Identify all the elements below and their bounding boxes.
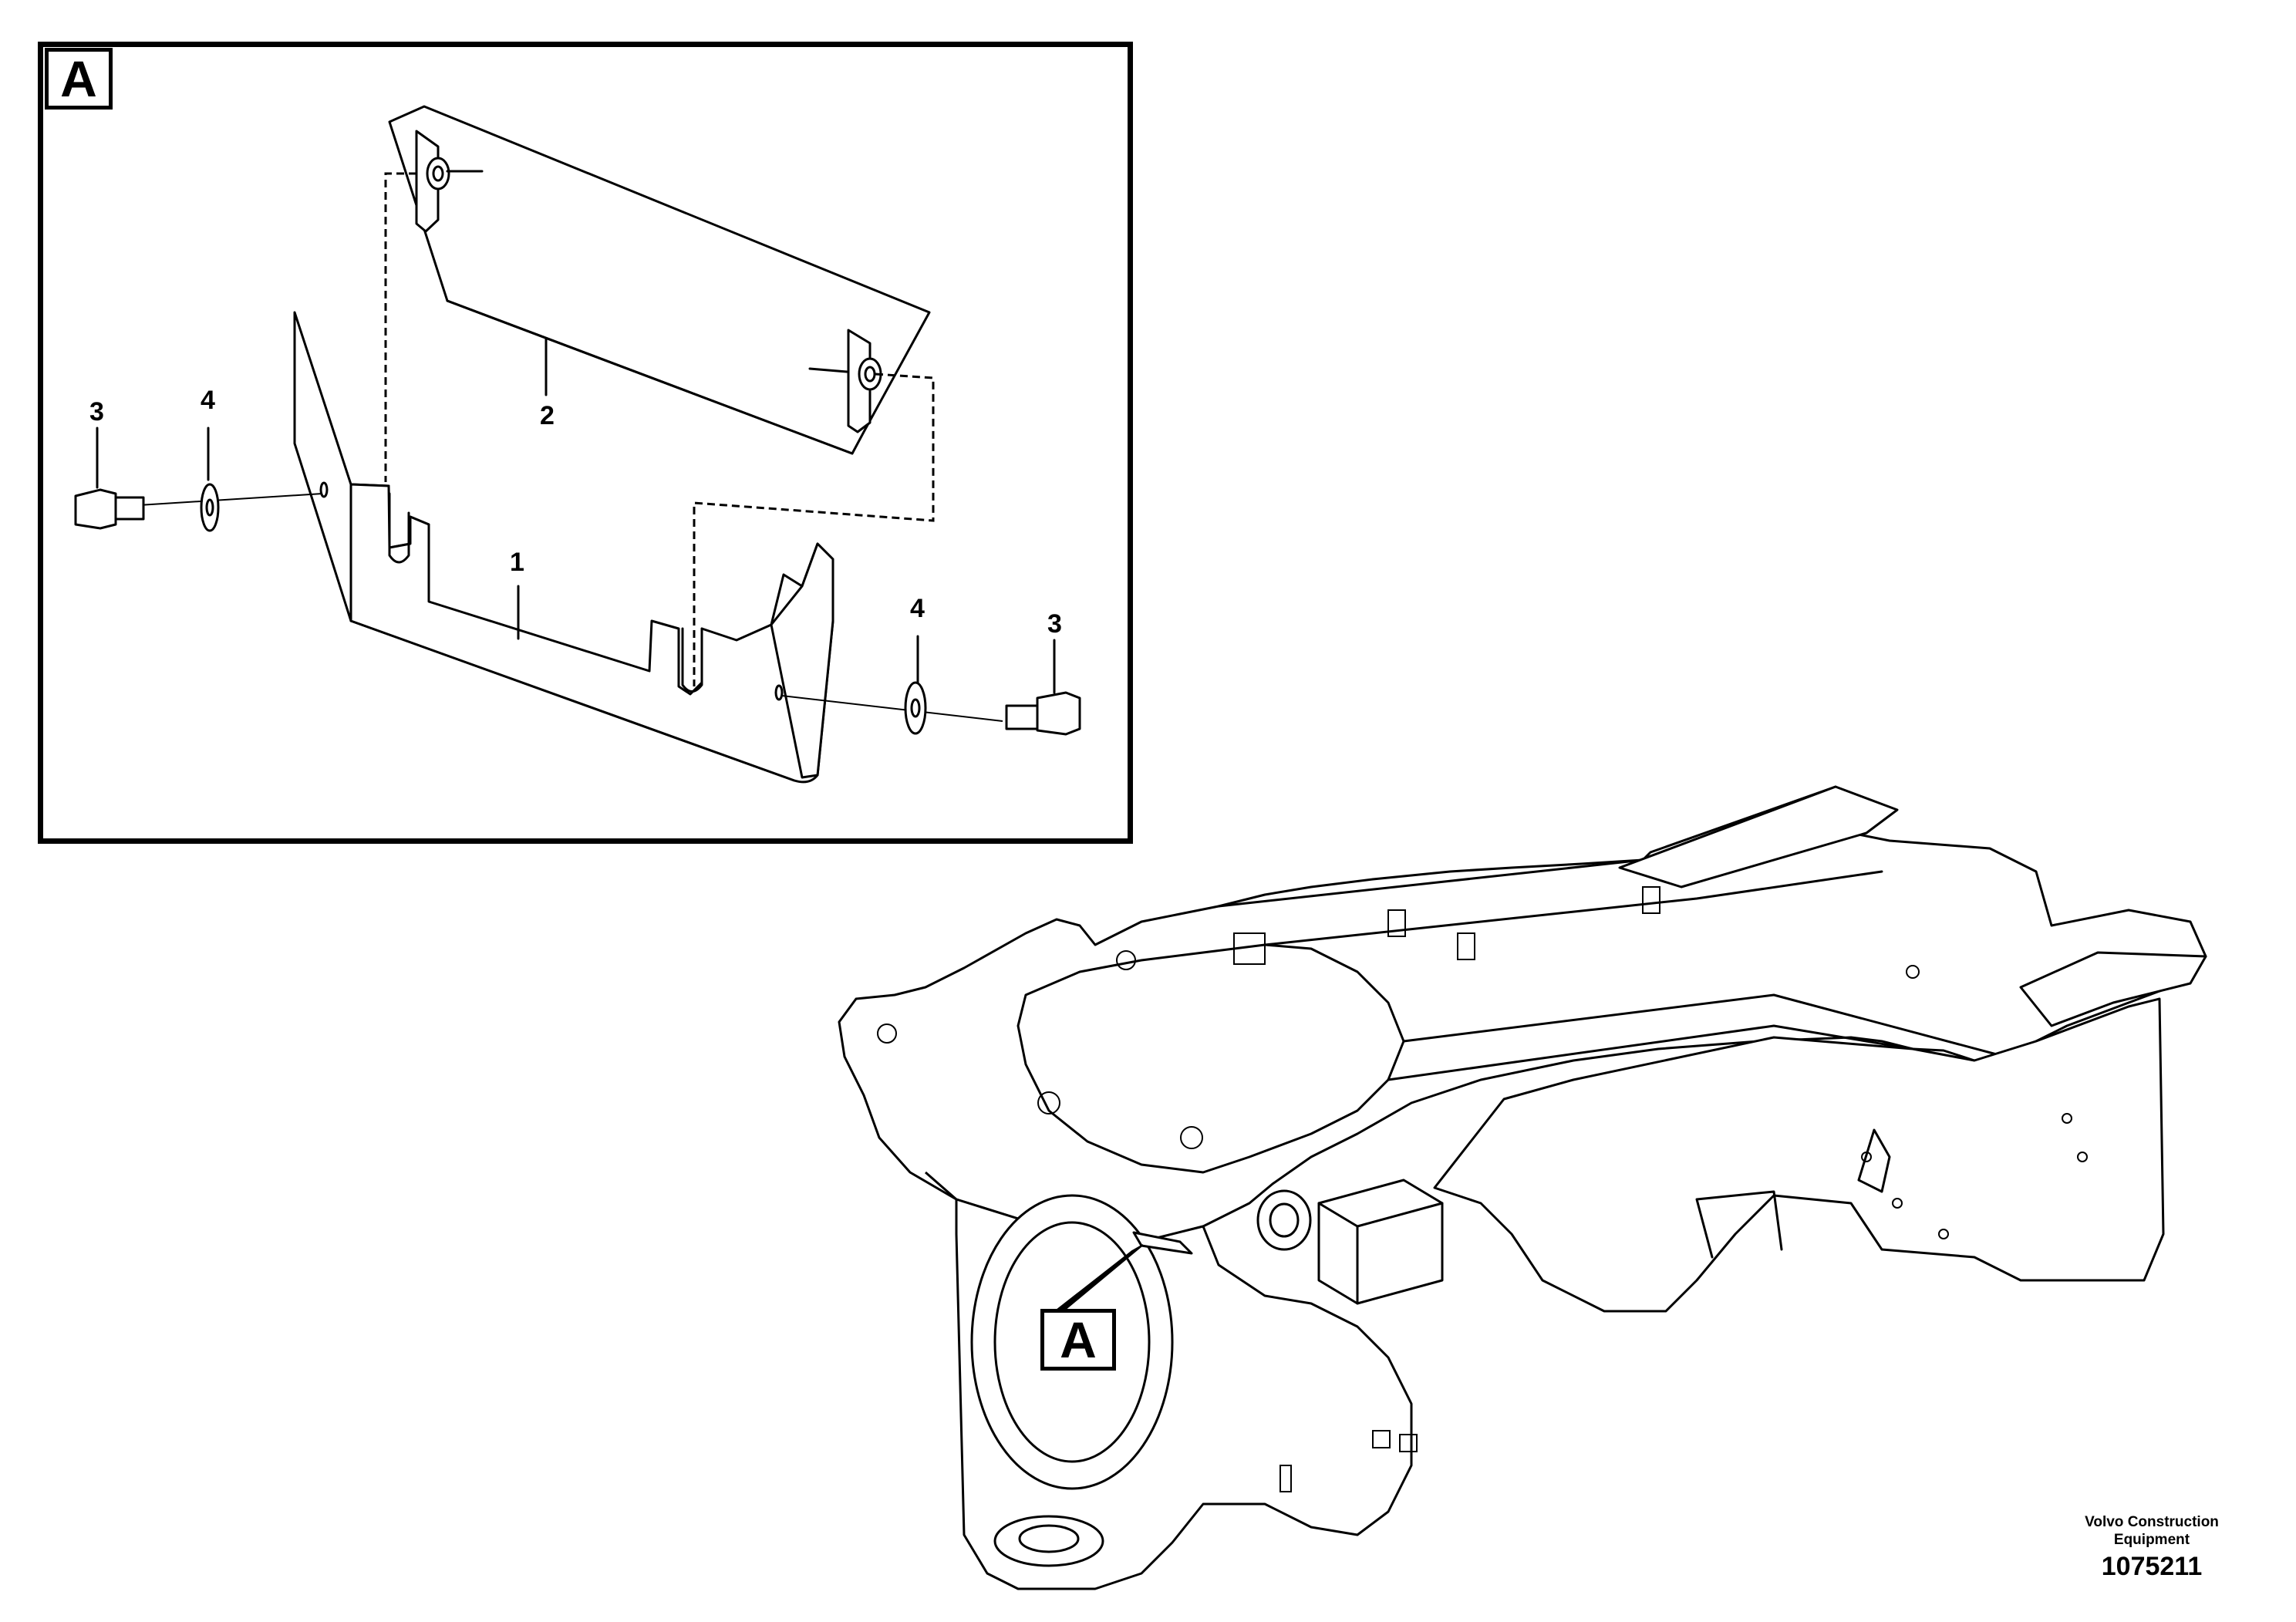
part-2-cover-plate — [388, 105, 931, 455]
callout-part-1: 1 — [510, 548, 524, 577]
callout-part-3-left: 3 — [89, 397, 104, 427]
fastener-set-right — [781, 635, 1081, 736]
detail-a-frame — [38, 42, 1133, 844]
detail-a-label: A — [45, 48, 113, 110]
drawing-number: 1075211 — [2101, 1552, 2203, 1581]
callout-part-4-left: 4 — [201, 386, 215, 415]
company-credit: Volvo Construction Equipment — [2085, 1514, 2219, 1548]
callout-part-2: 2 — [540, 401, 555, 430]
detail-a-reference-label: A — [1040, 1309, 1116, 1371]
machine-frame-drawing — [838, 785, 2207, 1590]
detail-a-drawing — [74, 105, 1081, 784]
callout-part-3-right: 3 — [1047, 609, 1062, 639]
part-1-bracket — [293, 311, 834, 784]
assembly-guide-lines — [384, 170, 935, 686]
callout-part-4-right: 4 — [910, 594, 925, 623]
fastener-set-left — [74, 427, 323, 532]
